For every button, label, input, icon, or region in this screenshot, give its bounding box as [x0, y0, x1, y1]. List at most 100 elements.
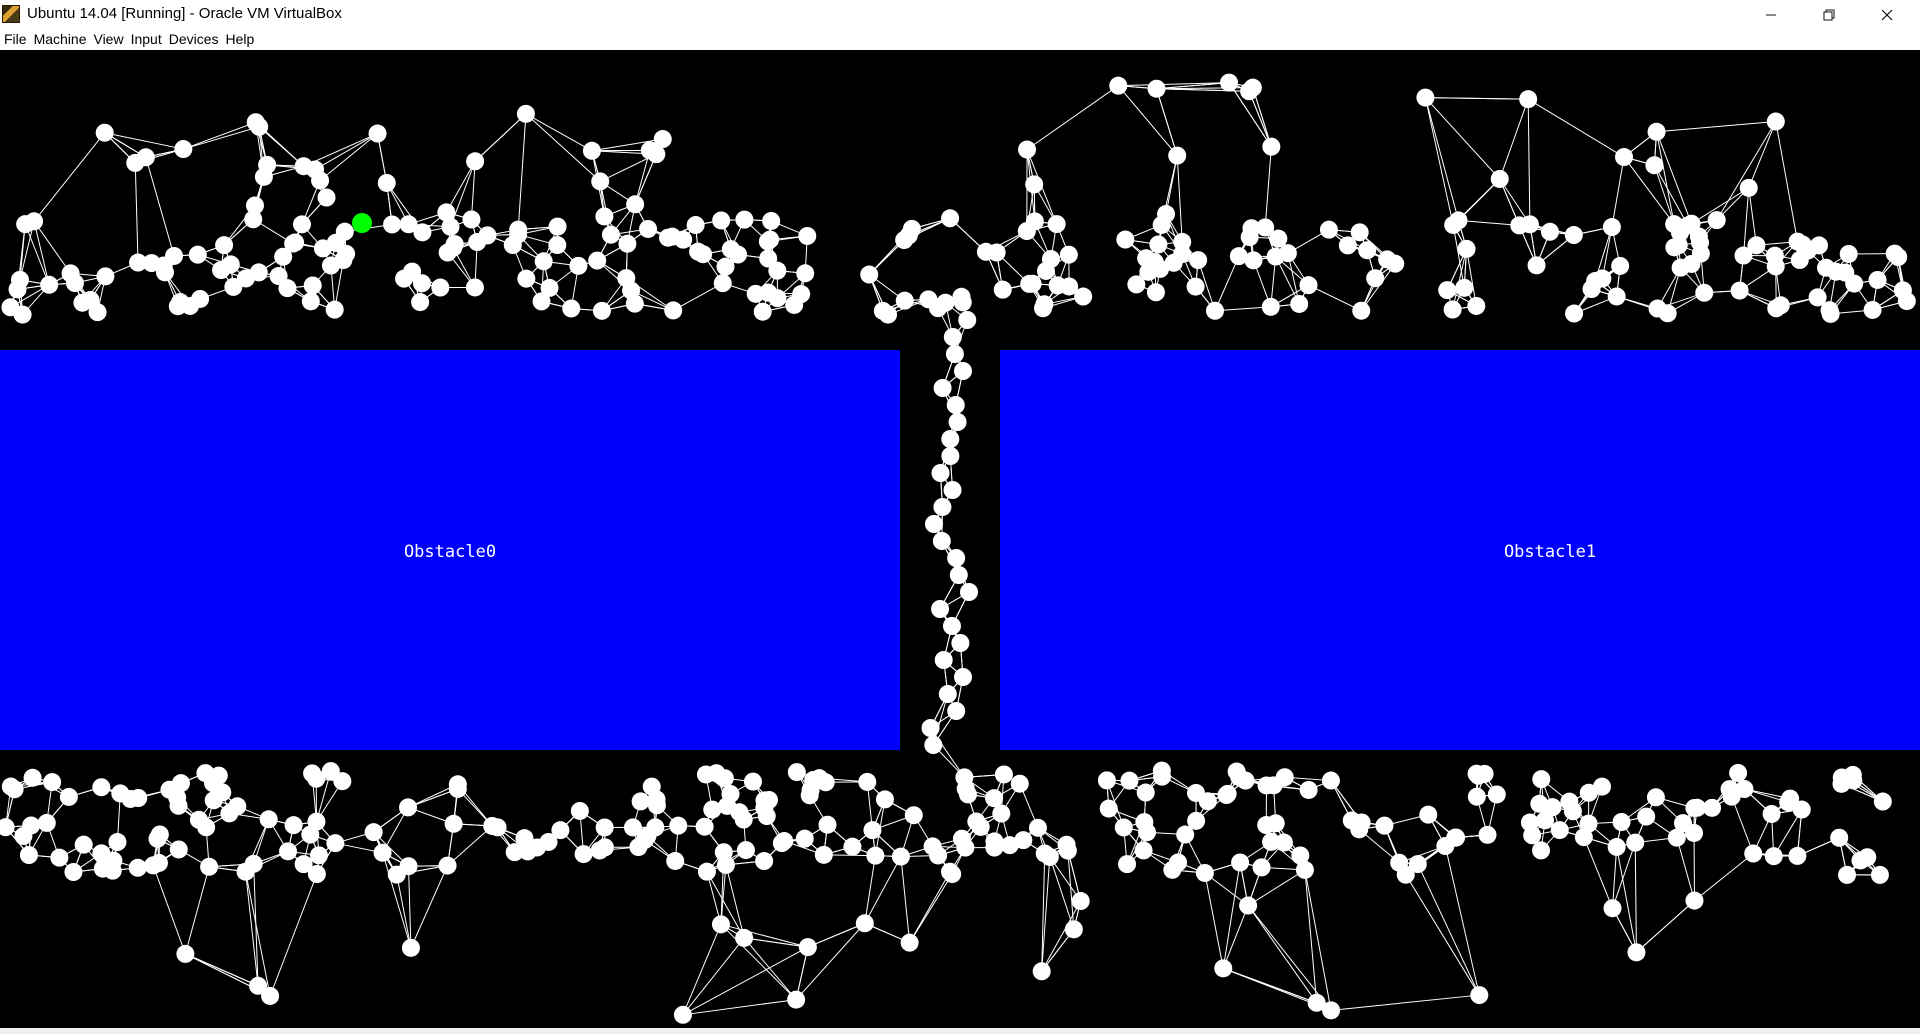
roadmap-node — [762, 211, 781, 230]
roadmap-node — [941, 209, 960, 228]
roadmap-node — [985, 789, 1004, 808]
menu-devices[interactable]: Devices — [168, 31, 219, 47]
roadmap-node — [951, 634, 970, 652]
roadmap-edge — [1656, 121, 1776, 133]
roadmap-node — [866, 846, 885, 865]
roadmap-node — [562, 299, 581, 318]
menu-help[interactable]: Help — [225, 31, 255, 47]
roadmap-node — [1536, 811, 1555, 830]
roadmap-node — [946, 396, 965, 414]
minimize-button[interactable] — [1742, 0, 1800, 29]
restore-button[interactable] — [1800, 0, 1858, 29]
roadmap-node — [373, 843, 392, 862]
roadmap-edge — [396, 874, 412, 948]
roadmap-edge — [408, 866, 412, 948]
roadmap-edge — [1616, 846, 1637, 953]
roadmap-edge — [1425, 97, 1501, 180]
roadmap-node — [1838, 865, 1857, 884]
roadmap-node — [622, 281, 641, 300]
roadmap-edge — [1424, 97, 1454, 226]
menu-machine[interactable]: Machine — [33, 31, 87, 47]
roadmap-node — [516, 104, 535, 123]
roadmap-node — [294, 157, 313, 176]
roadmap-node — [1262, 832, 1281, 851]
roadmap-node — [1229, 247, 1248, 266]
menu-file[interactable]: File — [4, 31, 27, 47]
roadmap-node — [483, 816, 502, 835]
close-button[interactable] — [1858, 0, 1916, 29]
roadmap-node — [1646, 788, 1665, 807]
roadmap-node — [1612, 812, 1631, 831]
roadmap-node — [932, 532, 951, 550]
roadmap-edge — [1694, 853, 1754, 902]
roadmap-edge — [1026, 85, 1119, 150]
roadmap-node — [466, 152, 485, 171]
roadmap-edge — [1214, 306, 1271, 312]
roadmap-node — [1658, 304, 1677, 323]
menu-input[interactable]: Input — [130, 31, 162, 47]
roadmap-edge — [1748, 187, 1757, 246]
roadmap-node — [1449, 211, 1468, 230]
roadmap-node — [1299, 276, 1318, 295]
roadmap-edge — [1222, 862, 1241, 969]
roadmap-node — [1243, 78, 1262, 97]
menu-view[interactable]: View — [93, 31, 124, 47]
vm-display[interactable]: Obstacle0 Obstacle1 — [0, 50, 1920, 1028]
roadmap-edge — [1623, 156, 1675, 225]
roadmap-scene: Obstacle0 Obstacle1 — [0, 73, 1920, 1024]
roadmap-node — [1490, 169, 1509, 188]
roadmap-node — [1478, 825, 1497, 844]
roadmap-node — [1579, 814, 1598, 833]
roadmap-edge — [525, 113, 593, 152]
roadmap-node — [875, 790, 894, 809]
roadmap-node — [947, 702, 966, 720]
roadmap-edge — [1118, 82, 1230, 87]
roadmap-node — [301, 292, 320, 311]
roadmap-node — [1071, 892, 1090, 911]
roadmap-node — [673, 1005, 692, 1024]
roadmap-node — [1607, 287, 1626, 306]
roadmap-node — [711, 915, 730, 934]
roadmap-node — [570, 801, 589, 820]
roadmap-node — [1798, 241, 1817, 260]
roadmap-edge — [744, 937, 808, 948]
menu-bar: File Machine View Input Devices Help — [0, 29, 1920, 50]
roadmap-node — [954, 668, 973, 686]
roadmap-edge — [1743, 187, 1750, 256]
roadmap-node — [590, 841, 609, 860]
roadmap-edge — [720, 923, 797, 1000]
roadmap-edge — [183, 126, 260, 150]
roadmap-node — [924, 736, 943, 754]
roadmap-node — [279, 842, 298, 861]
roadmap-node — [588, 251, 607, 270]
roadmap-node — [14, 826, 33, 845]
roadmap-node — [1058, 841, 1077, 860]
roadmap-node — [1187, 811, 1206, 830]
roadmap-nodes — [0, 73, 1916, 1024]
roadmap-node — [626, 195, 645, 214]
roadmap-edge — [470, 161, 476, 220]
roadmap-edge — [864, 855, 876, 924]
roadmap-node — [971, 817, 990, 836]
roadmap-node — [798, 938, 817, 957]
restore-icon — [1823, 9, 1835, 20]
roadmap-node — [595, 207, 614, 226]
roadmap-edge — [1204, 872, 1249, 906]
roadmap-edge — [1248, 91, 1272, 147]
roadmap-node — [623, 818, 642, 837]
roadmap-node — [286, 233, 305, 252]
roadmap-node — [517, 269, 536, 288]
roadmap-edge — [1252, 87, 1272, 147]
roadmap-node — [798, 226, 817, 245]
roadmap-node — [768, 289, 787, 308]
roadmap-node — [1358, 241, 1377, 260]
roadmap-node — [787, 763, 806, 782]
roadmap-node — [931, 464, 950, 482]
roadmap-node — [1264, 776, 1283, 795]
roadmap-edge — [185, 953, 259, 987]
roadmap-node — [1114, 818, 1133, 837]
roadmap-edge — [1360, 263, 1396, 311]
roadmap-node — [321, 256, 340, 275]
roadmap-edge — [1634, 842, 1637, 953]
roadmap-node — [647, 796, 666, 815]
